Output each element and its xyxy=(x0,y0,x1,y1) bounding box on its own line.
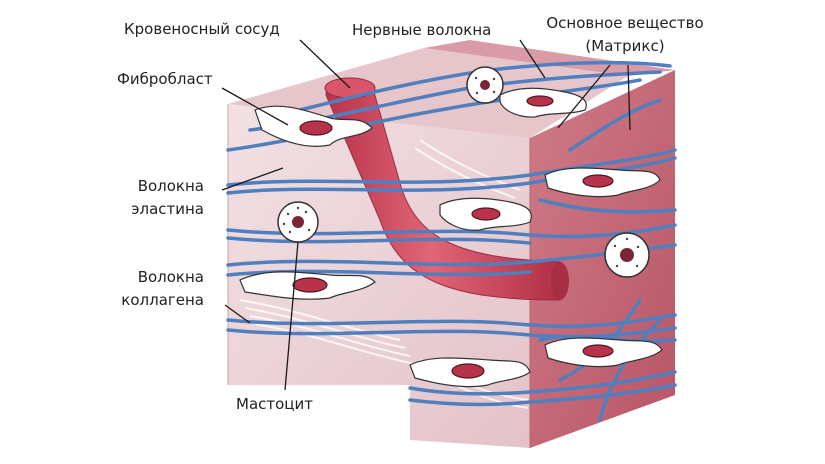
blood-vessel-label: Кровеносный сосуд xyxy=(124,20,280,38)
nerve-fibers-label: Нервные волокна xyxy=(352,21,491,39)
collagen-label-line2: коллагена xyxy=(100,291,204,309)
ground-substance-label-line2: (Матрикс) xyxy=(535,37,715,55)
collagen-label-line1: Волокна xyxy=(100,268,204,286)
fibroblast-label: Фибробласт xyxy=(117,70,213,88)
vessel-opening-side xyxy=(551,262,569,300)
elastin-label-line2: эластина xyxy=(100,200,204,218)
elastin-label-line1: Волокна xyxy=(100,177,204,195)
ground-substance-label-line1: Основное вещество xyxy=(535,14,715,32)
mast-cell-label: Мастоцит xyxy=(236,395,313,413)
